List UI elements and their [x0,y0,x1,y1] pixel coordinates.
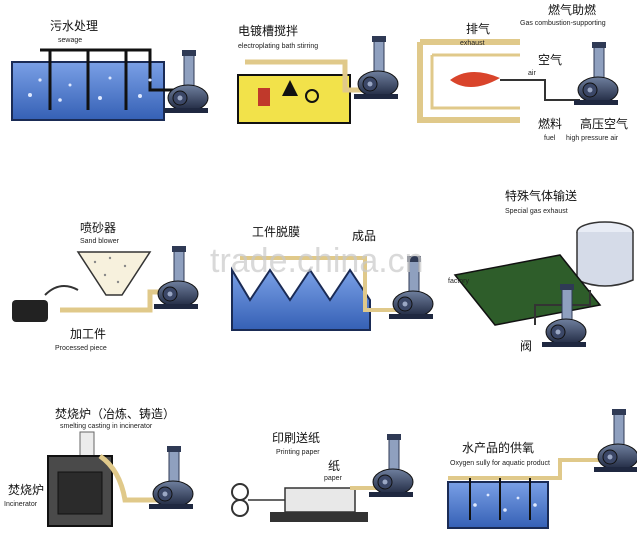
sand-particles [93,256,127,284]
gas-title-cn: 燃气助燃 [548,2,596,17]
gas-furnace-wall [417,39,520,123]
watermark: trade.china.cn [210,242,424,280]
flame-icon [450,71,500,88]
fuel-label-cn: 燃料 [538,116,562,131]
printing-title-cn: 印刷送纸 [272,430,320,445]
incinerator-label-en: Incinerator [4,501,38,508]
print-roller-top [231,483,249,501]
sand-title-en: Sand blower [80,238,120,245]
panel-aquatic: 水产品的供氧 Oxygen sully for aquatic product [447,408,637,529]
factory-label: factory [448,278,470,285]
incinerator-chimney [79,431,95,457]
film-air-pipe [240,256,400,312]
print-roller-bottom [231,499,249,517]
plating-anode [258,88,270,106]
incinerator-title-en: smelting casting in incinerator [60,423,153,430]
paper-label-en: paper [324,475,343,482]
fuel-label-en: fuel [544,135,556,142]
gas-storage-tank [576,232,634,287]
electroplating-title-cn: 电镀槽搅拌 [238,23,298,38]
aquatic-tank [447,481,549,529]
sand-hopper [76,251,152,296]
sand-blower-icon [153,245,199,310]
special-title-en: Special gas exhaust [505,208,568,215]
aquatic-title-en: Oxygen sully for aquatic product [450,460,550,467]
sand-air-pipe [60,289,165,313]
panel-sandblasting: 喷砂器 Sand blower 加工件 Processed piece [12,221,199,352]
film-extra-cn: 成品 [352,229,376,243]
sand-title-cn: 喷砂器 [80,221,116,235]
printing-blower-icon [368,433,414,498]
special-title-cn: 特殊气体输送 [505,188,577,203]
hpa-label-en: high pressure air [566,135,619,142]
piece-label-en: Processed piece [55,345,107,352]
printing-air-pipe [350,480,377,490]
aquatic-air-pipe [448,458,600,480]
sewage-aeration-pipes [40,48,175,110]
aquatic-blower-icon [593,408,637,473]
film-tank [231,266,371,331]
aquatic-title-cn: 水产品的供氧 [462,440,534,455]
panel-sewage: 污水处理 sewage [11,19,209,121]
plating-bath [237,74,351,124]
printing-base [270,512,368,522]
gas-blower-icon [573,41,619,106]
printing-table [284,487,356,513]
aquatic-bubbles [473,493,537,512]
sewage-bubbles [28,76,152,102]
incinerator-label-cn: 焚烧炉 [8,483,44,497]
plating-agitator [305,89,319,103]
processed-piece [12,300,48,322]
plating-air-pipe [245,59,365,93]
panel-incinerator: 焚烧炉（冶炼、铸造） smelting casting in incinerat… [4,406,194,527]
aquatic-diffusers [469,478,531,520]
incinerator-title-cn: 焚烧炉（冶炼、铸造） [55,406,175,421]
sewage-title-en: sewage [58,37,82,44]
incinerator-air-pipe [98,453,160,503]
printing-title-en: Printing paper [276,449,320,456]
exhaust-label-en: exhaust [460,40,485,47]
plating-cathode [282,80,298,96]
paper-label-cn: 纸 [328,459,340,473]
film-title-cn: 工件脱膜 [252,224,300,239]
gas-title-en: Gas combustion-supporting [520,20,606,27]
panel-special-gas: 特殊气体输送 Special gas exhaust factory 阀 [448,188,634,353]
exhaust-label-cn: 排气 [466,21,490,36]
electroplating-title-en: electroplating bath stirring [238,43,318,50]
piece-label-cn: 加工件 [70,327,106,341]
hpa-label-cn: 高压空气 [580,116,628,131]
incinerator-blower-icon [148,445,194,510]
valve-label-cn: 阀 [520,339,532,353]
panel-gas-combustion: 燃气助燃 Gas combustion-supporting 排气 exhaus… [417,2,628,142]
panel-printing: 印刷送纸 Printing paper 纸 paper [231,430,414,522]
plating-blower-icon [353,35,399,100]
sewage-title-cn: 污水处理 [50,19,98,33]
air-label-en: air [528,70,536,77]
panel-film-removal: 工件脱膜 成品 [231,224,434,331]
panel-electroplating: 电镀槽搅拌 electroplating bath stirring [237,23,399,124]
gas-fuel-line [500,79,580,101]
air-label-cn: 空气 [538,52,562,67]
sewage-blower-icon [163,49,209,114]
